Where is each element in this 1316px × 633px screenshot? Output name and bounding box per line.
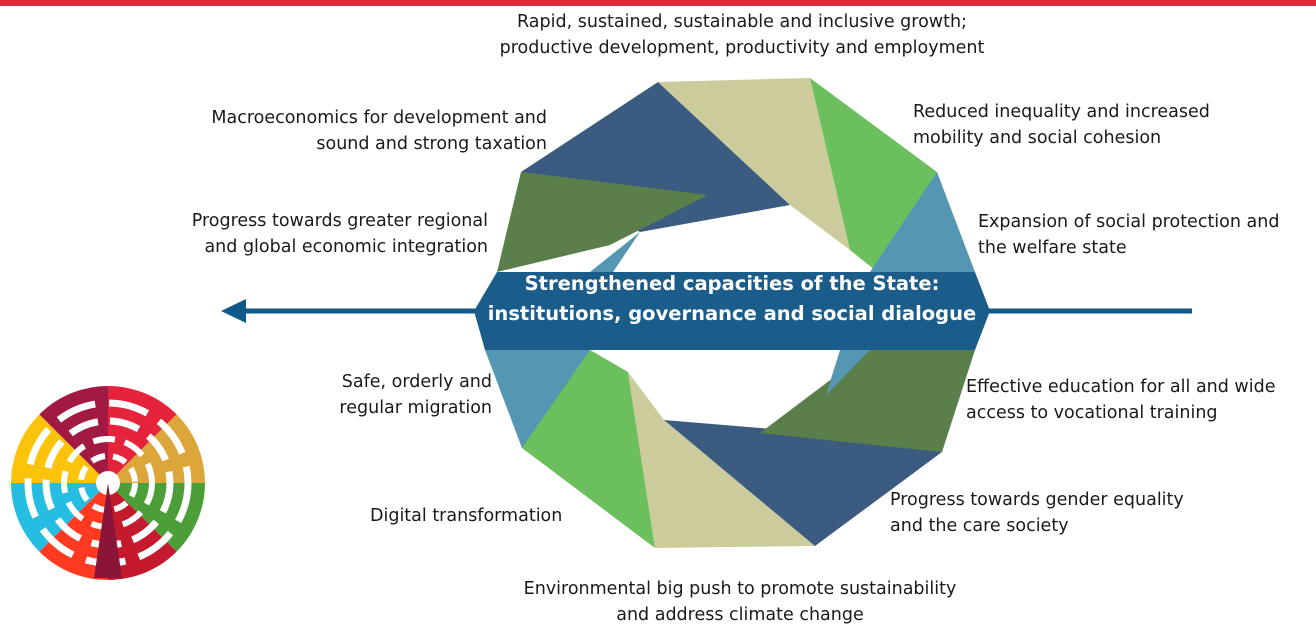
label-environment-line2: and address climate change [616, 605, 864, 625]
label-protection: Expansion of social protection and the w… [978, 209, 1279, 261]
label-environment: Environmental big push to promote sustai… [490, 576, 990, 628]
label-growth-line2: productive development, productivity and… [499, 38, 985, 58]
label-digital: Digital transformation [370, 503, 562, 529]
segment-navy-bottom [664, 420, 942, 546]
label-macro-line1: Macroeconomics for development and [211, 108, 547, 128]
label-education: Effective education for all and wide acc… [966, 374, 1275, 426]
label-digital-line1: Digital transformation [370, 506, 563, 526]
segment-darkgreen-right-bottom [760, 350, 975, 452]
label-gender-line1: Progress towards gender equality [890, 490, 1184, 510]
label-migration: Safe, orderly and regular migration [320, 369, 492, 421]
label-gender: Progress towards gender equality and the… [890, 487, 1184, 539]
center-title-line2: institutions, governance and social dial… [487, 302, 977, 325]
sdg-wheel-icon [8, 383, 208, 583]
label-inequality: Reduced inequality and increased mobilit… [913, 99, 1210, 151]
segment-blue-right-top [870, 172, 975, 272]
label-integration: Progress towards greater regional and gl… [140, 208, 488, 260]
arrow-head-left [221, 299, 246, 323]
segment-khaki-top [658, 78, 850, 250]
segment-blue-left-bottom [485, 350, 598, 448]
label-macro-line2: sound and strong taxation [316, 134, 547, 154]
label-migration-line2: regular migration [339, 398, 492, 418]
label-growth: Rapid, sustained, sustainable and inclus… [474, 9, 1010, 61]
segment-green-bottom [522, 350, 655, 548]
label-integration-line1: Progress towards greater regional [191, 211, 488, 231]
label-macro: Macroeconomics for development and sound… [160, 105, 547, 157]
segment-darkgreen-left-top [497, 172, 708, 272]
label-education-line1: Effective education for all and wide [966, 377, 1276, 397]
segment-blue-right-bottom [826, 350, 870, 395]
segment-khaki-bottom [628, 372, 815, 548]
center-band-shape [474, 272, 990, 350]
label-protection-line1: Expansion of social protection and [978, 212, 1280, 232]
label-integration-line2: and global economic integration [204, 237, 488, 257]
label-protection-line2: the welfare state [978, 238, 1127, 258]
label-inequality-line1: Reduced inequality and increased [913, 102, 1210, 122]
label-growth-line1: Rapid, sustained, sustainable and inclus… [517, 12, 967, 32]
segment-blue-left-top [590, 232, 640, 272]
top-accent-bar [0, 0, 1316, 6]
label-inequality-line2: mobility and social cohesion [913, 128, 1162, 148]
label-gender-line2: and the care society [890, 516, 1069, 536]
label-migration-line1: Safe, orderly and [341, 372, 492, 392]
label-education-line2: access to vocational training [966, 403, 1218, 423]
center-band-text: Strengthened capacities of the State: in… [474, 269, 990, 349]
center-title-line1: Strengthened capacities of the State: [524, 272, 940, 295]
label-environment-line1: Environmental big push to promote sustai… [523, 579, 957, 599]
